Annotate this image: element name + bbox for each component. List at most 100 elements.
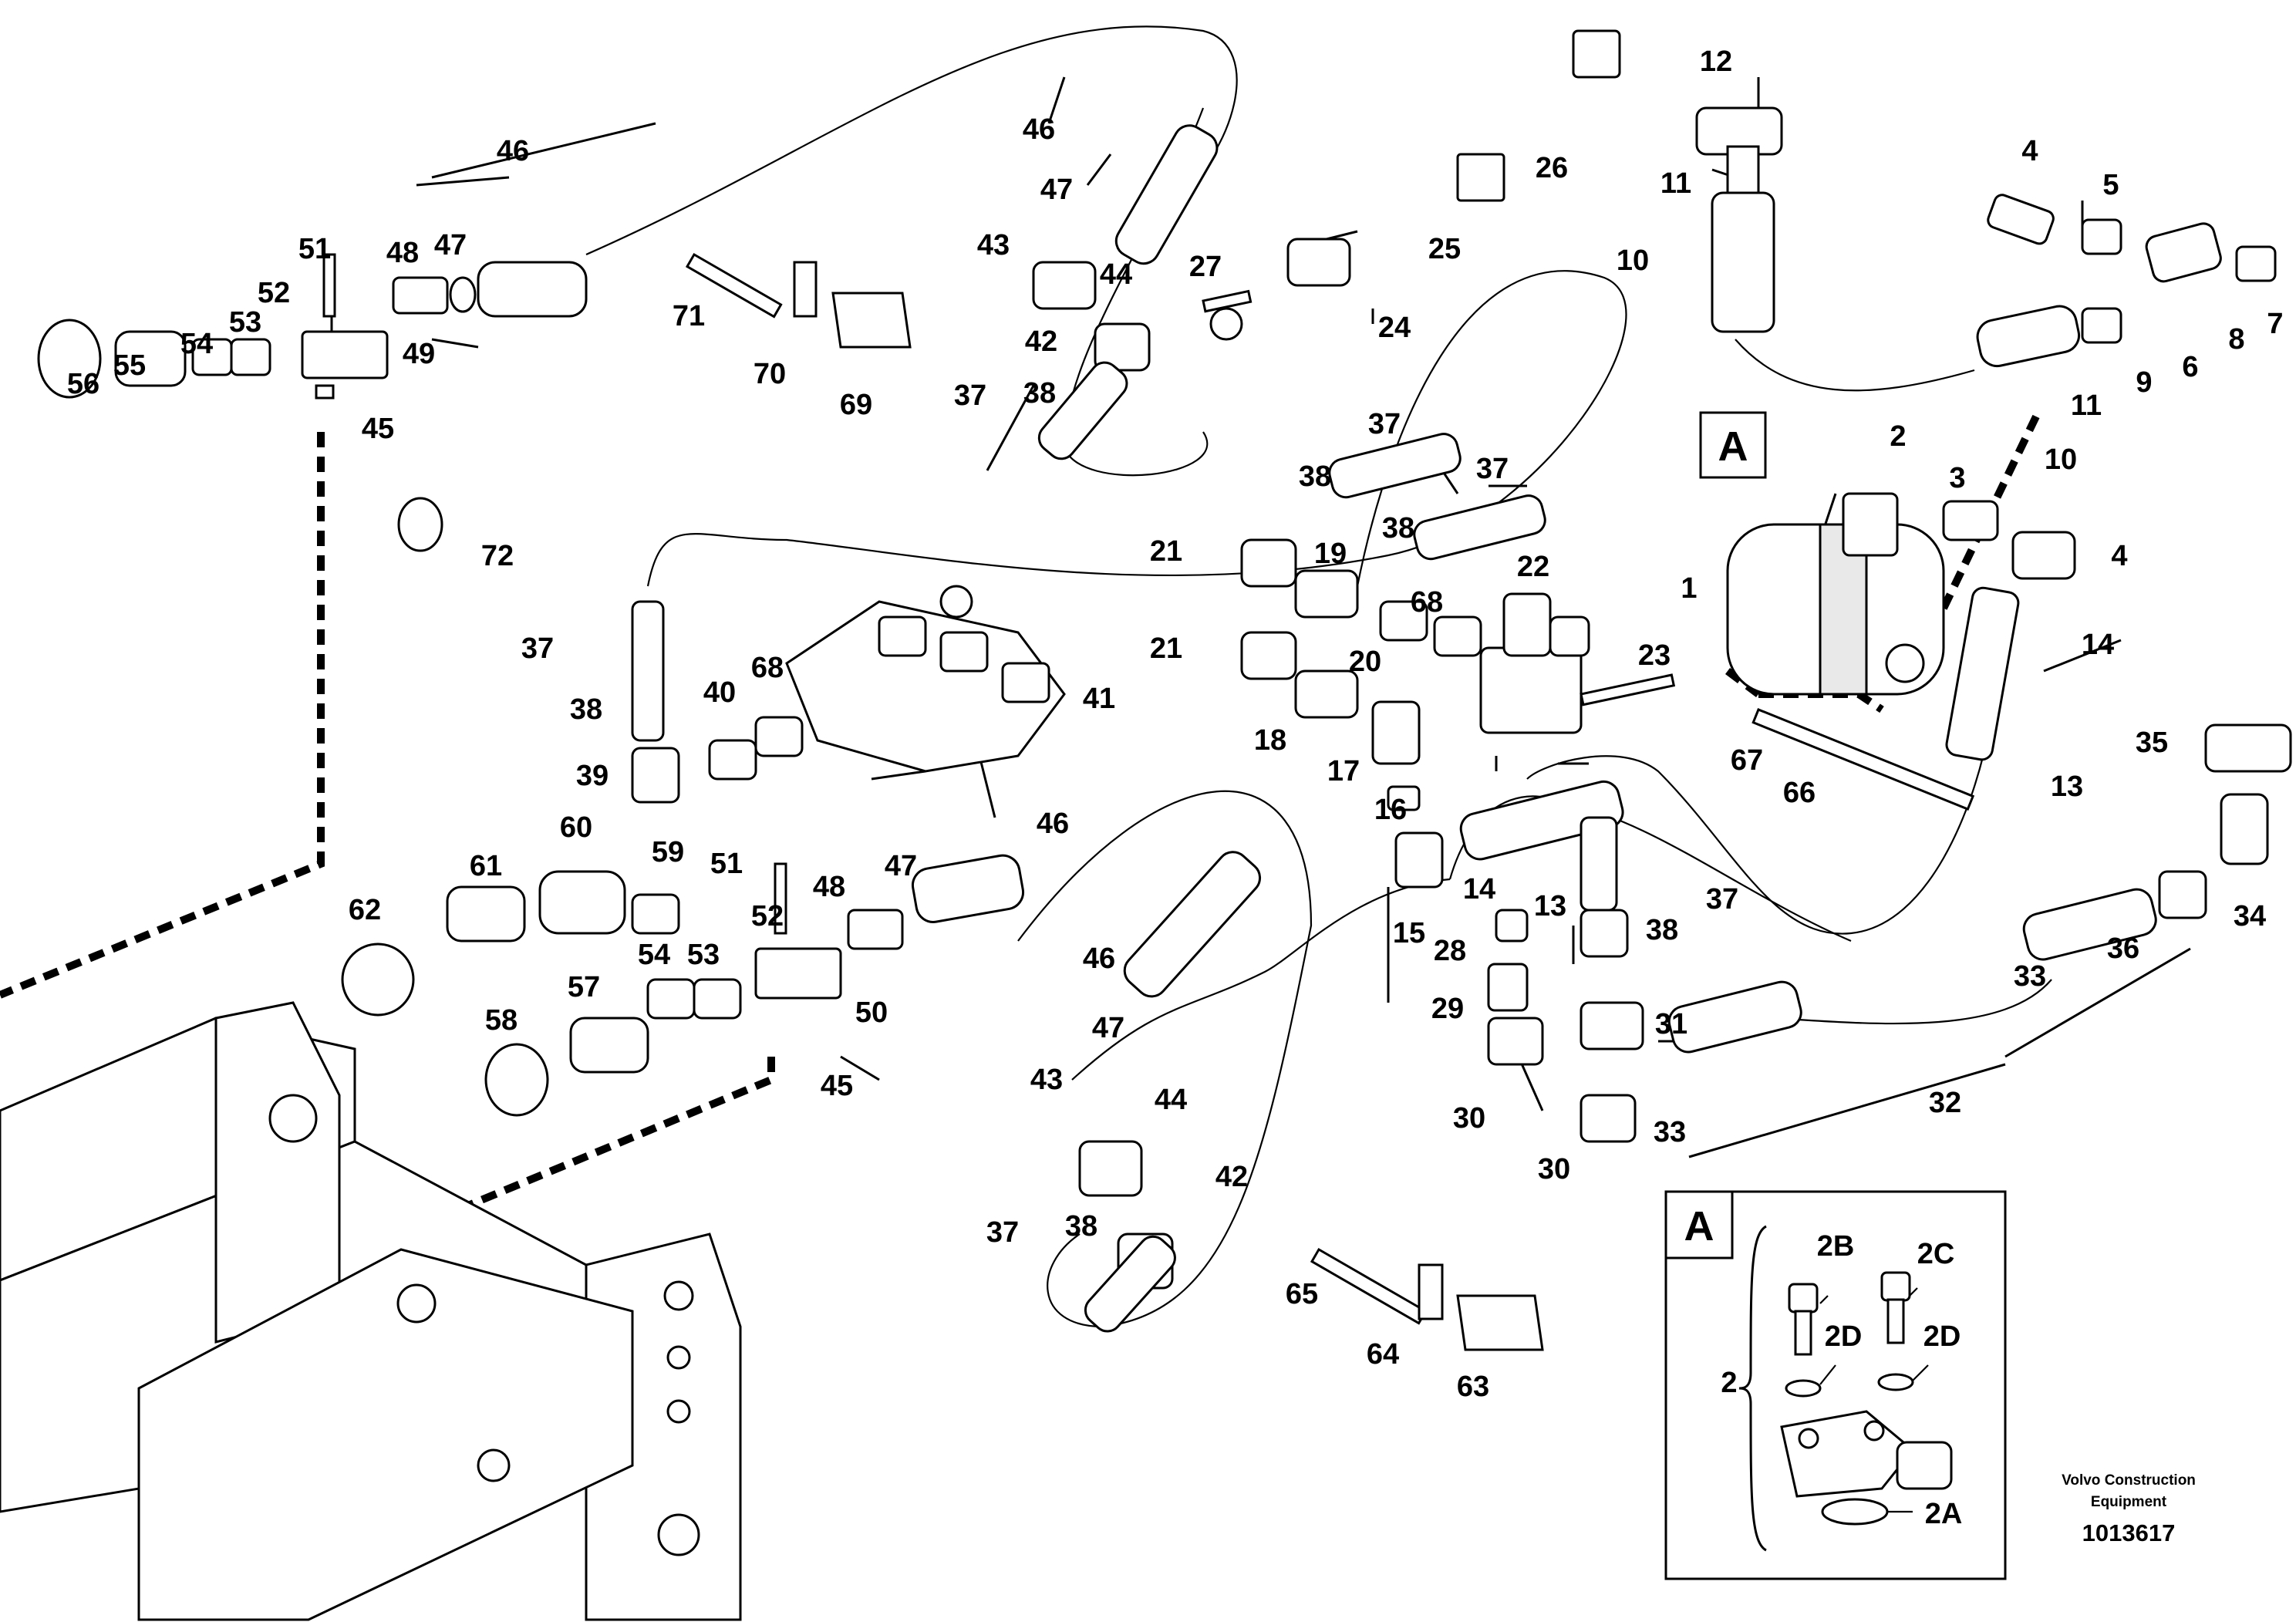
callout: 37: [521, 632, 554, 665]
callout: 46: [1083, 943, 1115, 975]
callout: 7: [2267, 308, 2283, 340]
callout: 27: [1189, 251, 1222, 283]
callout: 61: [470, 850, 502, 882]
callout: 68: [751, 652, 784, 684]
callout: 31: [1655, 1008, 1687, 1040]
callout: 33: [2014, 960, 2046, 993]
callout: 50: [855, 996, 888, 1029]
callout: 23: [1638, 639, 1671, 672]
inset-letter: A: [1684, 1203, 1714, 1249]
detail-marker-label: A: [1718, 423, 1748, 470]
callout: 30: [1538, 1153, 1570, 1185]
inset-label: 2: [1721, 1367, 1737, 1399]
callout: 12: [1700, 46, 1732, 78]
callout: 42: [1025, 325, 1057, 358]
callout: 62: [349, 894, 381, 926]
callout: 21: [1150, 535, 1182, 568]
callout: 41: [1083, 683, 1115, 715]
callout: 13: [2051, 771, 2083, 803]
callout: 21: [1150, 632, 1182, 665]
solenoid-valve: [1479, 592, 1590, 734]
inset-label: 2B: [1817, 1230, 1855, 1263]
callout: 71: [673, 300, 705, 332]
callout: 40: [703, 676, 736, 709]
callout: 2: [1890, 420, 1906, 453]
callout: 38: [1065, 1210, 1097, 1243]
callout: 4: [2021, 135, 2038, 167]
callout: 10: [2045, 443, 2077, 476]
callout: 45: [362, 413, 394, 445]
callout: 63: [1457, 1371, 1489, 1403]
callout: 26: [1536, 152, 1568, 184]
callout: 47: [885, 850, 917, 882]
callout: 22: [1517, 551, 1549, 583]
callout: 16: [1374, 794, 1407, 826]
callout: 52: [751, 900, 784, 932]
callout: 53: [687, 939, 720, 971]
callout: 28: [1434, 935, 1466, 967]
machine-frame: [0, 1001, 742, 1621]
callout: 60: [560, 811, 592, 844]
callout: 37: [954, 379, 986, 412]
callout: 14: [1463, 873, 1495, 905]
callout: 57: [568, 971, 600, 1003]
callout: 14: [2082, 629, 2114, 661]
callout: 46: [497, 135, 529, 167]
callout: 33: [1654, 1116, 1686, 1148]
callout: 55: [113, 349, 146, 382]
callout: 43: [977, 229, 1010, 261]
callout: 54: [180, 328, 213, 360]
callout: 17: [1327, 755, 1360, 787]
control-valve: [785, 585, 1066, 773]
callout: 24: [1378, 312, 1411, 344]
callout: 5: [2102, 169, 2119, 201]
callout: 49: [403, 338, 435, 370]
callout: 44: [1155, 1084, 1187, 1116]
hydraulic-pump: [1726, 492, 1945, 696]
callout: 44: [1100, 258, 1132, 291]
callout: 4: [2111, 540, 2127, 572]
callout: 43: [1030, 1064, 1063, 1096]
callout: 56: [67, 368, 99, 400]
callout: 3: [1949, 462, 1965, 494]
callout: 6: [2182, 351, 2198, 383]
inset-label: 2C: [1917, 1238, 1955, 1270]
callout: 13: [1534, 890, 1566, 922]
callout: 47: [1040, 174, 1073, 206]
callout: 72: [481, 540, 514, 572]
callout: 38: [1299, 460, 1331, 493]
callout: 37: [1706, 883, 1738, 916]
callout: 58: [485, 1004, 518, 1037]
inset-label: 2D: [1923, 1320, 1961, 1353]
callout: 39: [576, 760, 609, 792]
callout: 9: [2136, 366, 2152, 399]
callout: 10: [1617, 244, 1649, 277]
callout: 48: [386, 237, 419, 269]
callout: 48: [813, 871, 845, 903]
callout: 51: [710, 848, 743, 880]
callout: 38: [1646, 914, 1678, 946]
callout: 29: [1431, 993, 1464, 1025]
callout: 51: [298, 233, 331, 265]
callout: 65: [1286, 1278, 1318, 1310]
callout: 67: [1731, 744, 1763, 777]
callout: 11: [1660, 167, 1691, 200]
callout: 46: [1023, 113, 1055, 146]
callout: 68: [1411, 586, 1443, 619]
detail-inset: A 2B 2C 2D 2D 2 2A: [1664, 1190, 2007, 1580]
callout: 15: [1393, 917, 1425, 949]
callout: 47: [1092, 1012, 1124, 1044]
credit-line-2: Equipment: [2091, 1494, 2167, 1510]
inset-label: 2D: [1825, 1320, 1863, 1353]
callout: 11: [2071, 389, 2102, 422]
callout: 32: [1929, 1087, 1961, 1119]
callout: 54: [638, 939, 670, 971]
callout: 1: [1681, 572, 1697, 605]
callout: 38: [1382, 512, 1414, 545]
callout: 37: [986, 1216, 1019, 1249]
callout: 25: [1428, 233, 1461, 265]
callout: 30: [1453, 1102, 1485, 1135]
drawing-number: 1013617: [2082, 1519, 2176, 1546]
callout: 38: [1023, 377, 1056, 410]
